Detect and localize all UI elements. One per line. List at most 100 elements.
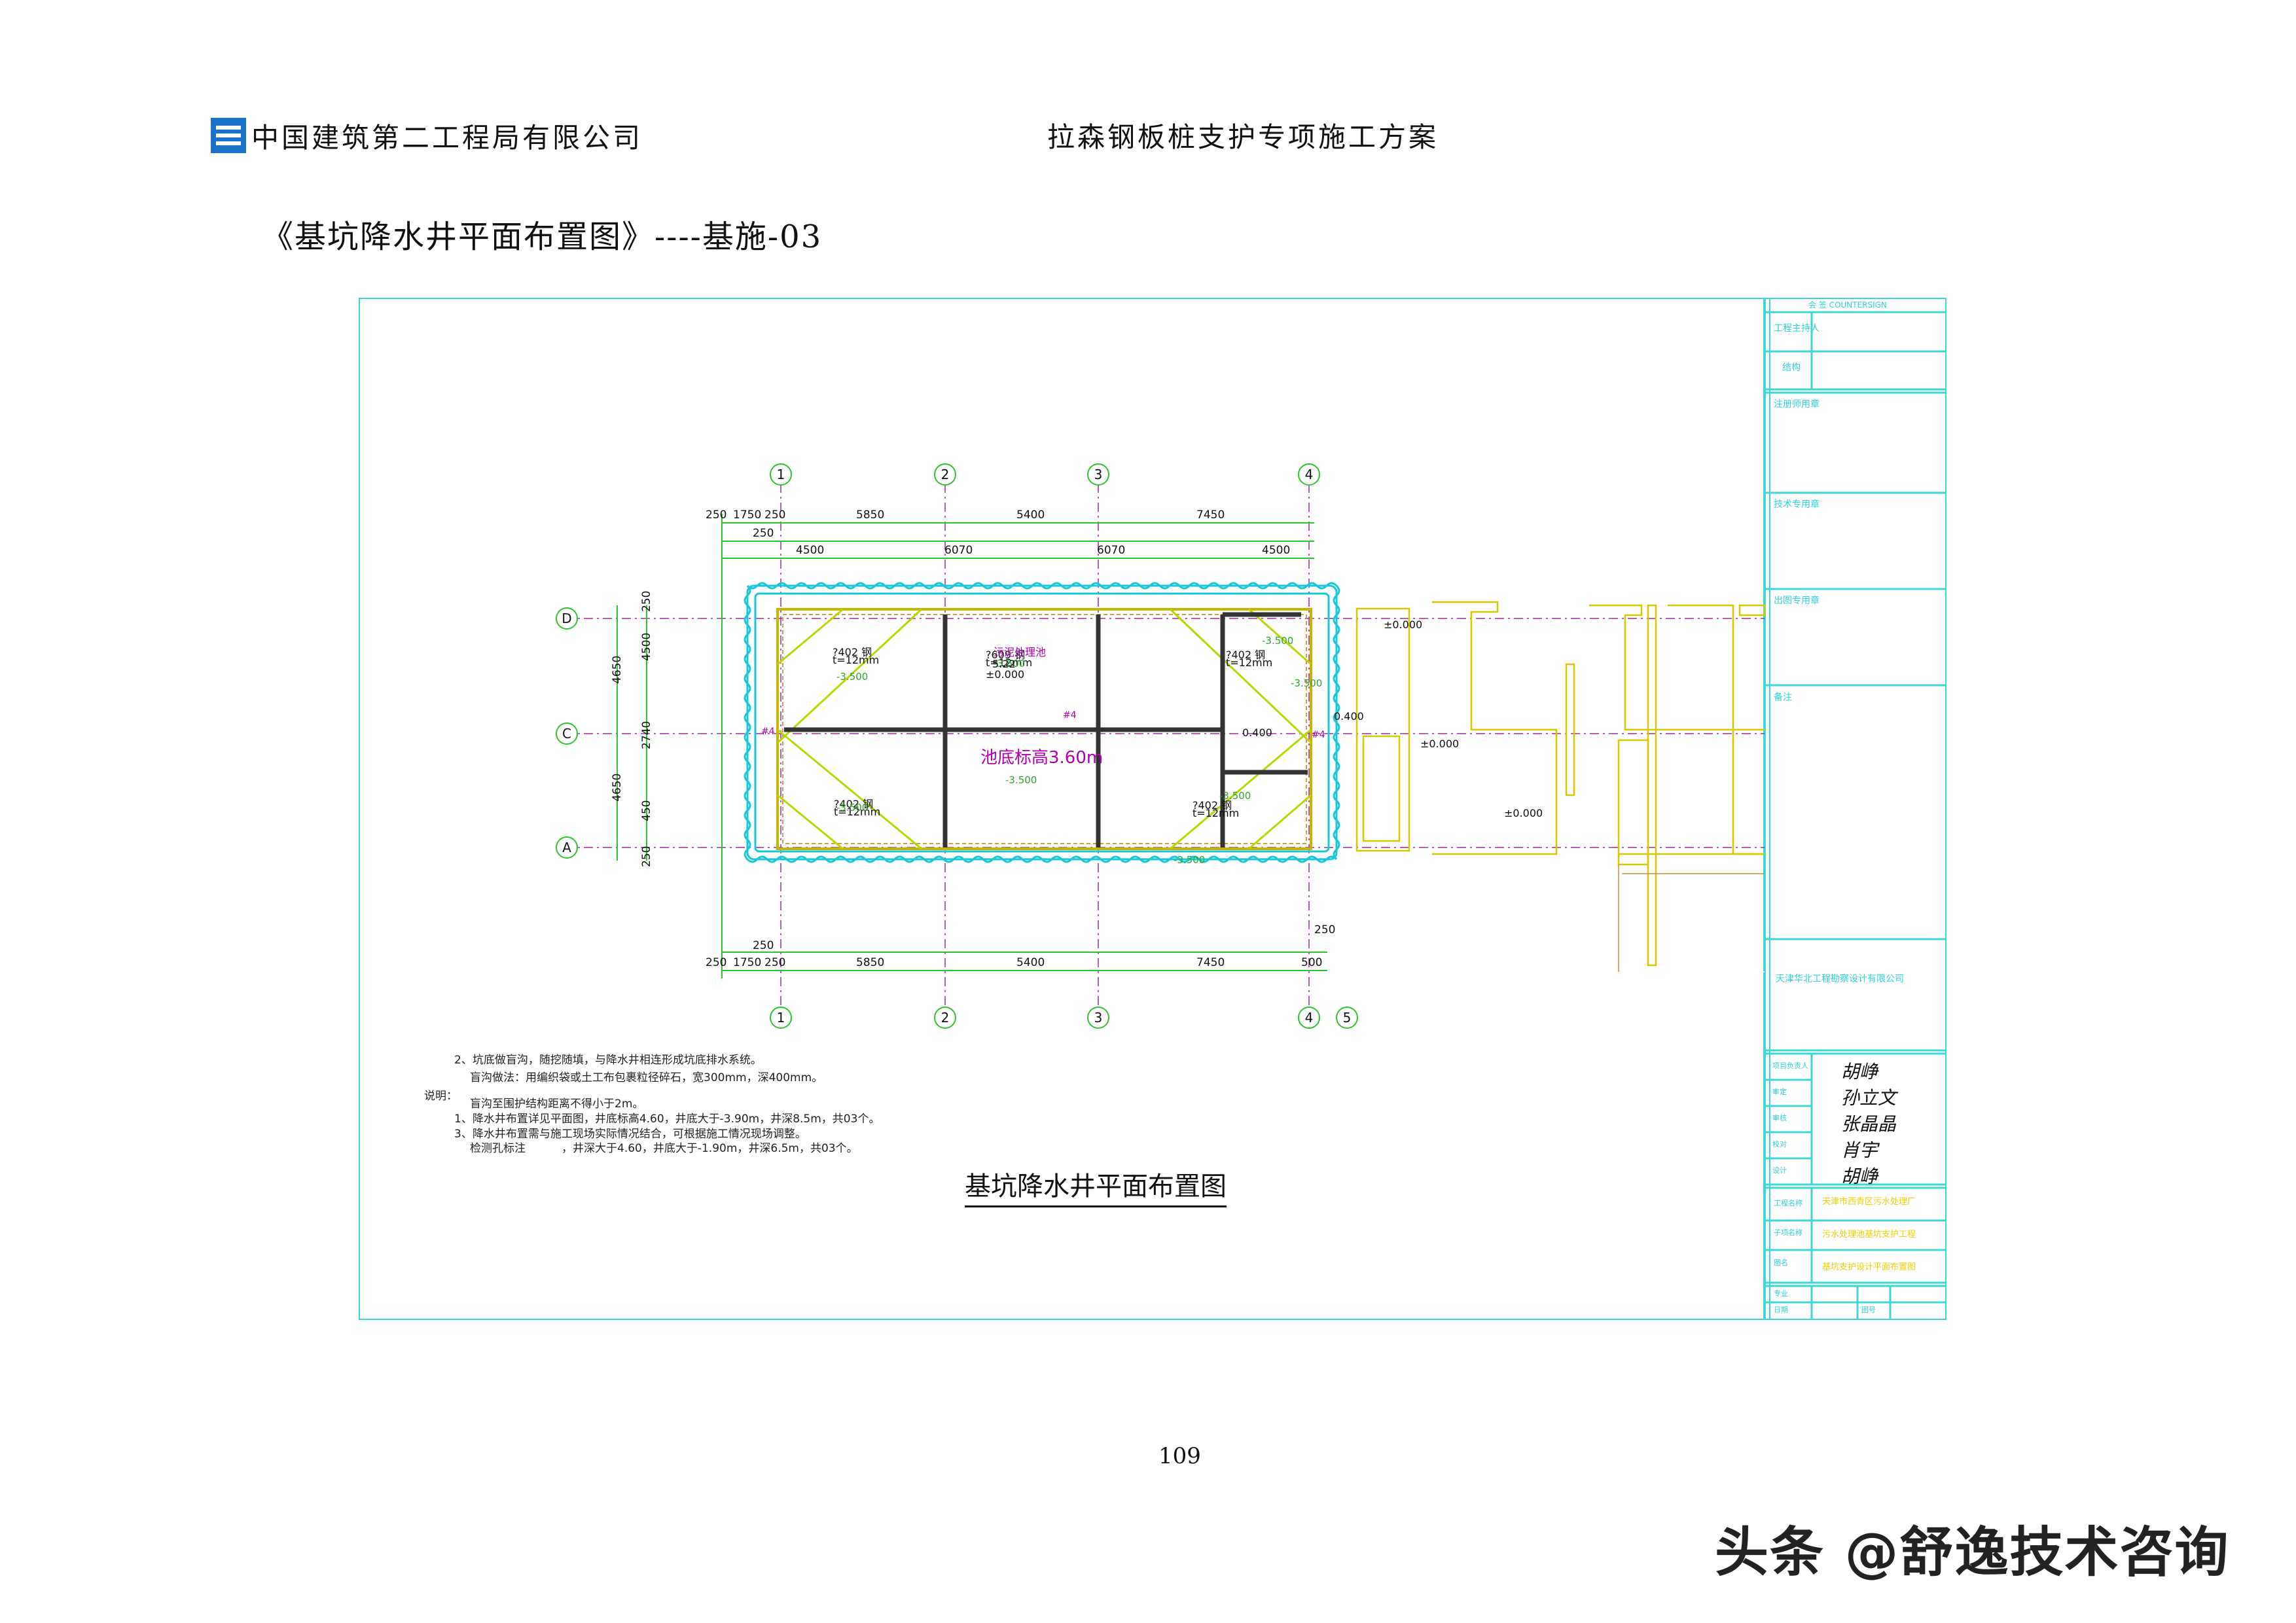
project-title: 拉森钢板桩支护专项施工方案 <box>1047 121 1439 153</box>
tb-company: 天津华北工程勘察设计有限公司 <box>1776 974 1904 984</box>
elevation-0: -3.500 <box>836 671 869 683</box>
tb-row-3: 校对 <box>1772 1140 1787 1149</box>
well-thickness-2: t=12mm <box>1226 656 1273 669</box>
sheet-pile-wave <box>746 855 1338 863</box>
tb-chief: 工程主持人 <box>1774 323 1820 334</box>
dim-left-inner-0: 250 <box>640 590 653 612</box>
elevation-1: -3.500 <box>994 658 1026 669</box>
sheet-pile-waves <box>744 582 1340 863</box>
dim-top-3: 5850 <box>856 508 885 522</box>
tb-signature-4: 胡峥 <box>1841 1166 1878 1187</box>
right-value-4: ±0.000 <box>1504 807 1543 819</box>
elevation-2: -3.500 <box>836 802 869 813</box>
right-value-0: ±0.000 <box>1384 618 1423 631</box>
dim-top-row3-3: 4500 <box>1262 544 1291 557</box>
dim-bottom-0: 250 <box>706 956 727 969</box>
pit-depth: 池底标高3.60m <box>980 748 1103 768</box>
pit-outline <box>776 608 1312 850</box>
dim-left-inner-3: 450 <box>640 800 653 821</box>
diagonal-braces <box>776 608 1312 850</box>
tb-row-0: 项目负责人 <box>1772 1061 1808 1070</box>
dim-top-row3-2: 6070 <box>1097 544 1126 557</box>
elevation-6: -3.500 <box>1262 635 1294 647</box>
pit-label-2: ±0.000 <box>986 668 1025 681</box>
sheet-pile-wave <box>746 582 1338 590</box>
tb-row-2: 审核 <box>1772 1114 1787 1122</box>
dim-left-outer-0: 4650 <box>611 655 624 684</box>
mark-1: #4 <box>1063 710 1077 721</box>
note-line-5: 3、降水井布置需与施工现场实际情况结合，可根据施工情况现场调整。 <box>454 1128 806 1141</box>
tb-row-4: 设计 <box>1772 1166 1787 1175</box>
dim-left-inner-2: 2740 <box>640 721 653 749</box>
note-line-1: 2、坑底做盲沟，随挖随填，与降水井相连形成坑底排水系统。 <box>454 1054 762 1067</box>
dim-top-5: 7450 <box>1196 508 1225 522</box>
company-name: 中国建筑第二工程局有限公司 <box>251 121 643 154</box>
axis-bubble-top-2: 2 <box>934 463 956 486</box>
dim-bottom-1: 1750 <box>733 956 762 969</box>
elevation-4: -3.500 <box>1219 790 1251 802</box>
axis-bubble-bottom-2: 2 <box>934 1007 956 1029</box>
drawing-svg <box>359 298 1946 1320</box>
well-thickness-4: t=12mm <box>1193 807 1240 819</box>
axis-bubble-top-3: 3 <box>1087 463 1109 486</box>
tb-row-1: 审定 <box>1772 1088 1787 1096</box>
titleblock-grid <box>1765 311 1946 1320</box>
company-header: 中国建筑第二工程局有限公司 <box>211 113 643 158</box>
adjacent-structures <box>1355 601 1766 967</box>
tb-bottom-specialty: 专业 <box>1774 1289 1788 1298</box>
structure-walls <box>784 612 1308 847</box>
well-thickness-3: t=12mm <box>834 806 881 818</box>
dim-top-row3-0: 4500 <box>796 544 825 557</box>
note-line-6: 检测孔标注 <box>470 1142 526 1155</box>
tb-row-subproject: 子项名称 <box>1774 1228 1803 1237</box>
tb-print-stamp: 出图专用章 <box>1774 596 1820 606</box>
dim-bottom-2: 250 <box>764 956 786 969</box>
dim-top-1: 1750 <box>733 508 762 522</box>
note-line-7: ，井深大于4.60，井底大于-1.90m，井深6.5m，共03个。 <box>562 1142 858 1155</box>
note-line-2: 盲沟做法：用编织袋或土工布包裹粒径碎石，宽300mm，深400mm。 <box>470 1071 823 1084</box>
tb-bottom-date: 日期 <box>1774 1306 1788 1314</box>
watermark: 头条 @舒逸技术咨询 <box>1715 1522 2230 1584</box>
note-line-4: 1、降水井布置详见平面图，井底标高4.60，井底大于-3.90m，井深8.5m，… <box>454 1113 880 1126</box>
axis-bubble-left-C: C <box>556 722 578 745</box>
axis-bubble-left-A: A <box>556 836 578 859</box>
tb-remarks: 备注 <box>1774 692 1792 703</box>
dim-left-inner-4: 250 <box>640 846 653 867</box>
dim-top-2: 250 <box>764 508 786 522</box>
tb-signature-1: 孙立文 <box>1841 1087 1897 1109</box>
page-number: 109 <box>1158 1443 1201 1469</box>
tb-reg-stamp: 注册师用章 <box>1774 399 1820 410</box>
pit-label-1: 5.22 <box>992 658 1016 670</box>
dim-left-outer-1: 4650 <box>611 773 624 802</box>
drawing-frame: 会 签 COUNTERSIGN 工程主持人 结构 注册师用章 技术专用章 出图专… <box>359 298 1946 1320</box>
tb-drawing-name: 基坑支护设计平面布置图 <box>1822 1262 1916 1272</box>
well-label-0: ?402 钢 <box>833 646 872 658</box>
right-value-2: 0.400 <box>1334 710 1364 722</box>
tb-tech-stamp: 技术专用章 <box>1774 499 1820 510</box>
right-value-1: 0.400 <box>1242 726 1272 739</box>
axis-bubble-top-4: 4 <box>1298 463 1320 486</box>
axis-bubble-bottom-5: 5 <box>1336 1007 1358 1029</box>
well-thickness-1: t=12mm <box>986 656 1033 669</box>
dim-bottom-5: 7450 <box>1196 956 1225 969</box>
tb-bottom-number: 图号 <box>1861 1306 1876 1314</box>
tb-structure: 结构 <box>1782 363 1801 373</box>
dimension-lines <box>617 514 1327 978</box>
well-label-4: ?402 钢 <box>1193 799 1232 812</box>
mark-0: #4 <box>761 726 775 737</box>
well-thickness-0: t=12mm <box>833 654 880 666</box>
dim-top-row2-0: 250 <box>753 527 774 540</box>
tb-row-project: 工程名称 <box>1774 1199 1803 1207</box>
note-line-3: 盲沟至围护结构距离不得小于2m。 <box>470 1097 644 1111</box>
dim-top-0: 250 <box>706 508 727 522</box>
dim-bottom-6: 500 <box>1301 956 1323 969</box>
well-label-3: ?402 钢 <box>834 798 874 810</box>
tb-countersign: 会 签 COUNTERSIGN <box>1808 300 1887 310</box>
dim-bottom-4: 5400 <box>1016 956 1045 969</box>
dim-bottom-3: 5850 <box>856 956 885 969</box>
pit-label-0: 污泥处理池 <box>994 646 1047 658</box>
axis-bubble-bottom-3: 3 <box>1087 1007 1109 1029</box>
dim-bottom-row1-0: 250 <box>753 939 774 952</box>
axis-lines <box>565 465 1765 1027</box>
elevation-5: -3.500 <box>1291 677 1323 689</box>
